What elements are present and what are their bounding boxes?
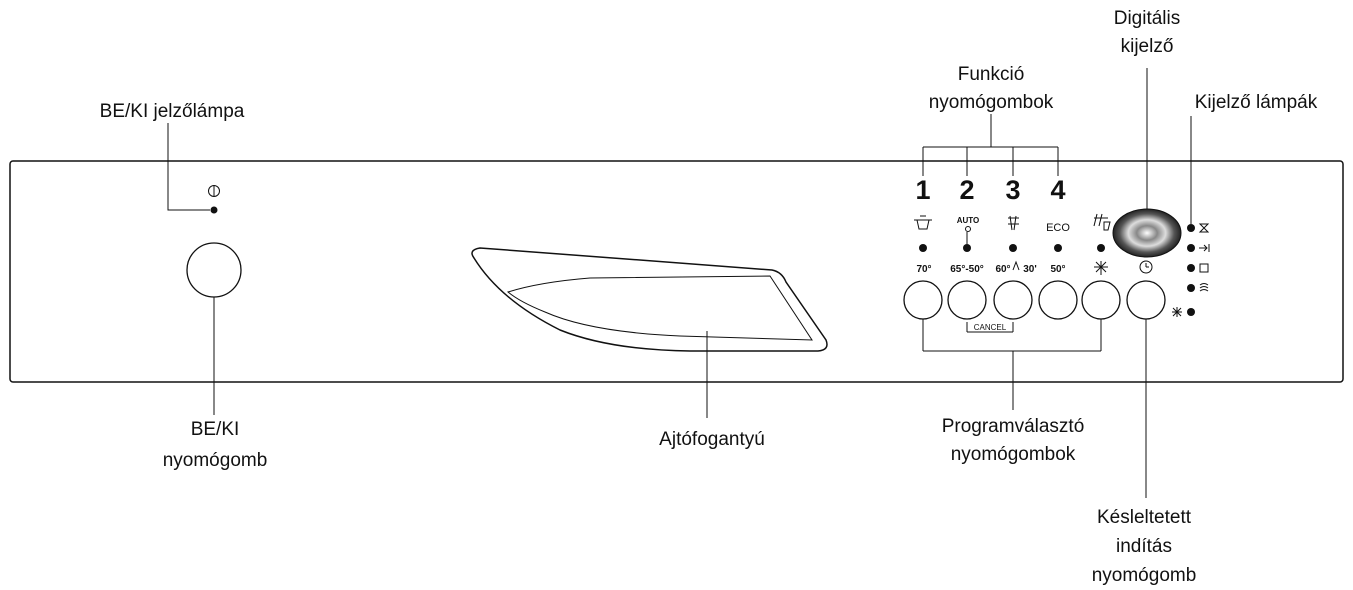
rinse-icon [1093, 213, 1111, 231]
power-symbol-icon [208, 185, 220, 197]
sun-icon [1172, 307, 1182, 317]
program-led-2 [963, 244, 971, 252]
function-buttons-label-1: Funkció [958, 64, 1025, 85]
power-button-label-1: BE/KI [191, 419, 240, 440]
program-led-1 [919, 244, 927, 252]
time-30: 30' [1023, 264, 1037, 275]
temp-65-50: 65°-50° [950, 264, 984, 275]
power-lamp [208, 185, 220, 214]
indicator-lamp-4 [1187, 284, 1195, 292]
function-number-4: 4 [1050, 175, 1065, 205]
rinse-aid-icon [1199, 283, 1209, 292]
delay-start-label-3: nyomógomb [1092, 565, 1197, 586]
eco-label: ECO [1046, 222, 1070, 234]
indicator-lamp-2 [1187, 244, 1195, 252]
digital-display-label-2: kijelző [1121, 36, 1174, 57]
function-buttons-label-2: nyomógombok [929, 92, 1054, 113]
cancel-label: CANCEL [974, 323, 1007, 332]
rinse-led [1097, 244, 1105, 252]
program-buttons-label-2: nyomógombok [951, 444, 1076, 465]
temp-70: 70° [916, 264, 931, 275]
delay-start-label-1: Késleltetett [1097, 507, 1192, 528]
power-lamp-dot [210, 206, 218, 214]
pot-icon [914, 215, 932, 230]
digital-display-label-1: Digitális [1114, 8, 1181, 29]
program-button-2[interactable] [947, 280, 987, 320]
glass-icon [1008, 215, 1019, 231]
salt-icon [1199, 263, 1209, 273]
program-button-1[interactable] [903, 280, 943, 320]
program-led-4 [1054, 244, 1062, 252]
function-buttons-bracket [922, 114, 1059, 176]
arrow-icon [1012, 260, 1020, 271]
program-led-3 [1009, 244, 1017, 252]
function-number-2: 2 [959, 175, 974, 205]
indicator-lamp-3 [1187, 264, 1195, 272]
program-buttons-bracket [922, 319, 1102, 410]
rinse-button[interactable] [1081, 280, 1121, 320]
function-number-1: 1 [915, 175, 930, 205]
delay-start-label-2: indítás [1116, 536, 1172, 557]
program-buttons-label-1: Programválasztó [942, 416, 1085, 437]
power-lamp-label: BE/KI jelzőlámpa [100, 101, 245, 122]
digital-display [1112, 208, 1182, 258]
program-button-3[interactable] [993, 280, 1033, 320]
control-panel [9, 160, 1344, 383]
auto-label: AUTO [957, 216, 980, 225]
indicator-lamp-1 [1187, 224, 1195, 232]
hourglass-icon [1198, 223, 1210, 233]
program-button-4[interactable] [1038, 280, 1078, 320]
clock-icon [1139, 260, 1153, 274]
function-number-3: 3 [1005, 175, 1020, 205]
door-handle-label: Ajtófogantyú [659, 429, 765, 450]
power-button[interactable] [186, 242, 242, 298]
indicator-lamps [1172, 223, 1210, 317]
fan-icon [1094, 261, 1108, 275]
delay-start-button[interactable] [1126, 280, 1166, 320]
door-handle[interactable] [471, 247, 828, 352]
temp-60: 60° [995, 264, 1010, 275]
auto-icon [965, 226, 971, 232]
power-button-label-2: nyomógomb [163, 450, 268, 471]
power-lamp-leader [167, 123, 210, 211]
arrow-end-icon [1199, 244, 1210, 252]
indicator-lamps-label: Kijelző lámpák [1195, 92, 1318, 113]
indicator-lamp-5 [1187, 308, 1195, 316]
cancel-bracket [966, 322, 1014, 333]
temp-50: 50° [1050, 264, 1065, 275]
